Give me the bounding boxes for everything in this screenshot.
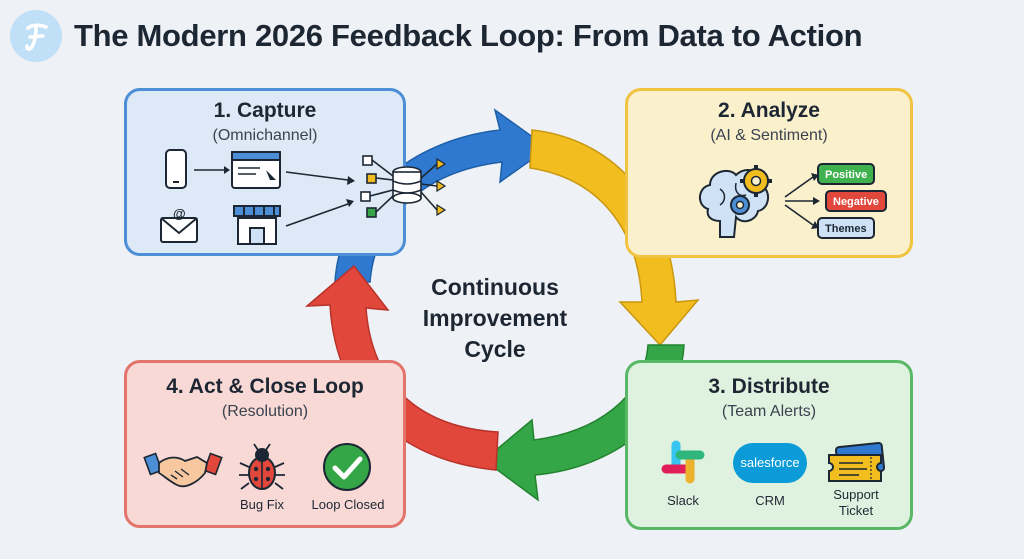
- salesforce-text: salesforce: [740, 455, 800, 470]
- ticket-label-line-2: Ticket: [838, 503, 874, 518]
- browser-icon: [231, 151, 281, 189]
- analyze-arrow: [529, 129, 700, 347]
- page-title: The Modern 2026 Feedback Loop: From Data…: [74, 18, 863, 53]
- act-subtitle: (Resolution): [221, 403, 309, 420]
- cycle-center-label: Continuous Improvement Cycle: [400, 272, 590, 365]
- slack-icon: [661, 440, 705, 484]
- ai-brain-gears-icon: [699, 165, 772, 238]
- analyze-subtitle: (AI & Sentiment): [710, 127, 828, 144]
- slack-label: Slack: [667, 493, 699, 508]
- support-ticket-icon: [828, 441, 886, 482]
- capture-subtitle: (Omnichannel): [212, 127, 318, 144]
- act-arrow: [304, 264, 499, 471]
- sentiment-negative-pill: Negative: [825, 190, 887, 212]
- distribute-subtitle: (Team Alerts): [721, 403, 817, 420]
- crm-label: CRM: [755, 493, 785, 508]
- sentiment-positive-pill: Positive: [817, 163, 876, 185]
- salesforce-cloud-icon: salesforce: [733, 443, 807, 483]
- act-panel: 4. Act & Close Loop (Resolution) Bug Fix…: [124, 360, 406, 528]
- center-line-3: Cycle: [464, 336, 526, 362]
- mail-at-glyph: @: [173, 206, 186, 221]
- distribute-title: 3. Distribute: [708, 375, 830, 398]
- analyze-panel: 2. Analyze (AI & Sentiment) Positive Neg…: [625, 88, 913, 258]
- analyze-title: 2. Analyze: [718, 99, 820, 122]
- sentiment-themes-pill: Themes: [817, 217, 875, 239]
- sentiment-arrows: [784, 173, 820, 229]
- brand-f-icon: [25, 23, 48, 51]
- center-line-1: Continuous: [431, 274, 559, 300]
- act-title: 4. Act & Close Loop: [166, 375, 364, 398]
- check-circle-icon: [323, 443, 371, 491]
- mail-icon: [160, 217, 198, 243]
- distribute-panel: 3. Distribute (Team Alerts) Slack salesf…: [625, 360, 913, 530]
- bug-icon: [239, 443, 285, 490]
- ticket-label-line-1: Support: [833, 487, 879, 502]
- capture-panel: 1. Capture (Omnichannel) @: [124, 88, 406, 256]
- phone-icon: [165, 149, 187, 189]
- handshake-icon: [143, 452, 223, 488]
- capture-title: 1. Capture: [213, 99, 317, 122]
- database-hub-icon: [360, 155, 447, 218]
- center-line-2: Improvement: [422, 305, 568, 331]
- loop-closed-label: Loop Closed: [311, 497, 385, 512]
- store-icon: [233, 205, 281, 245]
- brand-logo: [10, 10, 62, 62]
- header: The Modern 2026 Feedback Loop: From Data…: [10, 10, 863, 62]
- support-ticket-label: Support Ticket: [824, 487, 888, 519]
- capture-icons: @: [160, 149, 355, 245]
- bug-fix-label: Bug Fix: [239, 497, 285, 512]
